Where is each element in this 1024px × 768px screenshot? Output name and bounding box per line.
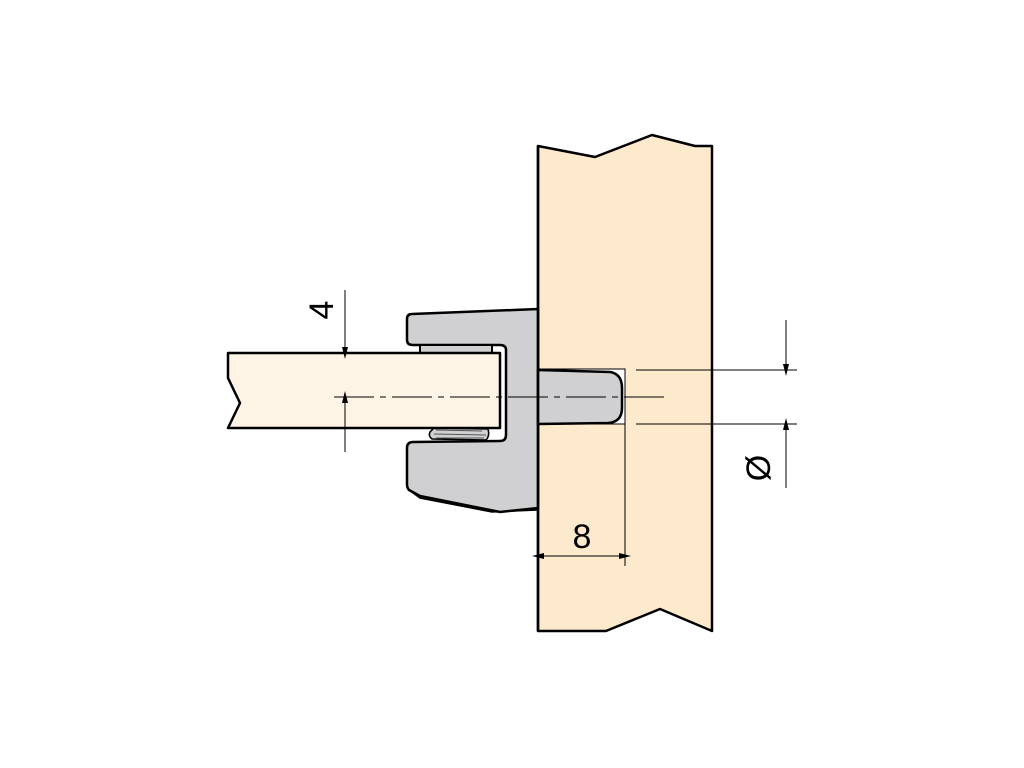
dim-4-label: 4 (303, 301, 341, 320)
dim-8-label: 8 (573, 518, 592, 556)
shelf-support-bracket (405, 307, 540, 514)
screw-threads (433, 429, 487, 439)
bracket-lower-edge (408, 489, 539, 513)
shelf-board (226, 351, 502, 430)
dia-label: Ø (740, 455, 778, 481)
